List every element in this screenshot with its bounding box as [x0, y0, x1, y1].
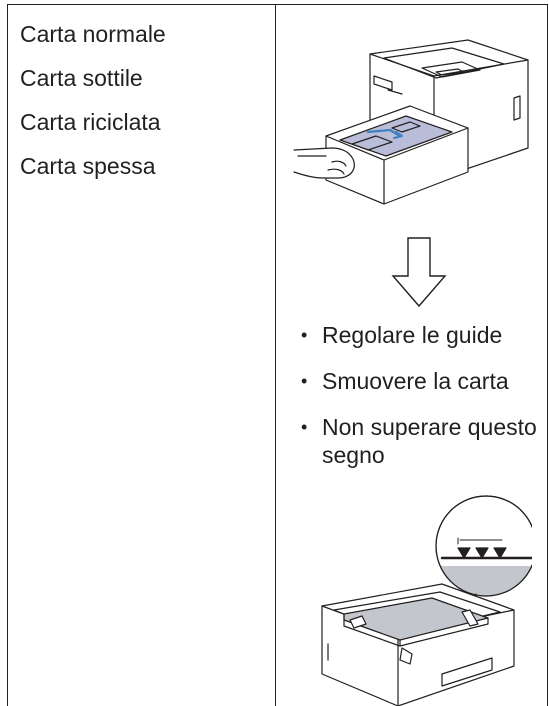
table-right-border	[547, 4, 548, 706]
instruction-text: Non superare questo segno	[322, 414, 537, 468]
paper-type-list: Carta normale Carta sottile Carta ricicl…	[20, 12, 166, 188]
table-column-divider	[275, 4, 276, 706]
table-top-border	[7, 4, 548, 5]
table-left-border	[7, 4, 8, 706]
paper-type-item: Carta sottile	[20, 65, 143, 91]
instruction-list: • Regolare le guide • Smuovere la carta …	[301, 321, 545, 487]
paper-tray-max-mark-illustration	[321, 495, 532, 706]
instruction-text: Smuovere la carta	[322, 368, 509, 394]
instruction-item: • Regolare le guide	[301, 321, 545, 349]
bullet-icon: •	[301, 325, 308, 345]
paper-type-item: Carta spessa	[20, 153, 156, 179]
instruction-item: • Smuovere la carta	[301, 367, 545, 395]
instruction-item: • Non superare questo segno	[301, 413, 545, 469]
paper-type-item: Carta normale	[20, 21, 166, 47]
bullet-icon: •	[301, 371, 308, 391]
printer-tray-pull-illustration	[293, 39, 529, 205]
paper-type-item: Carta riciclata	[20, 109, 161, 135]
down-arrow-icon	[391, 237, 447, 308]
instruction-text: Regolare le guide	[322, 322, 503, 348]
bullet-icon: •	[301, 417, 308, 437]
